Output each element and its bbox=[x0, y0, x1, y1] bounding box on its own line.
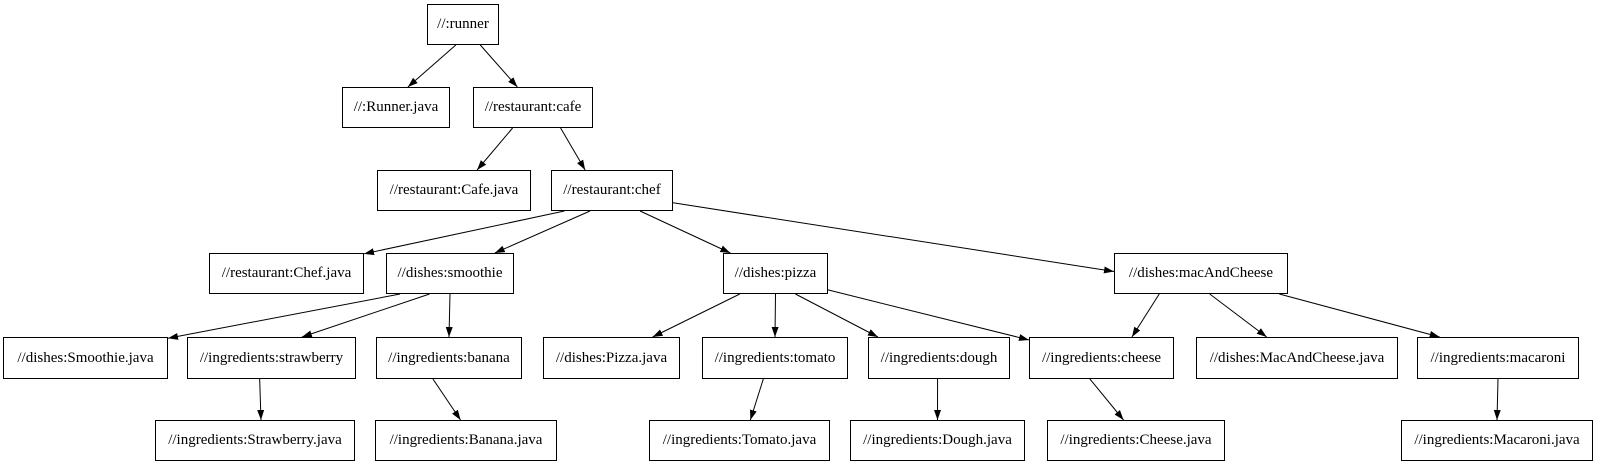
graph-node-cheese: //ingredients:cheese bbox=[1029, 337, 1174, 379]
graph-node-dough_java: //ingredients:Dough.java bbox=[850, 420, 1025, 461]
graph-node-banana_java: //ingredients:Banana.java bbox=[375, 420, 557, 461]
edge-pizza-to-cheese bbox=[827, 289, 1030, 341]
graph-node-runner_java: //:Runner.java bbox=[342, 87, 450, 128]
edge-pizza-to-tomato bbox=[771, 293, 779, 338]
edge-macandcheese-to-macandcheese_java bbox=[1209, 293, 1268, 338]
edge-chef-to-smoothie bbox=[494, 210, 591, 254]
edge-chef-to-macandcheese bbox=[672, 202, 1115, 274]
edge-strawberry-to-strawberry_java bbox=[257, 378, 265, 421]
graph-node-chef: //restaurant:chef bbox=[551, 170, 673, 211]
edge-chef-to-chef_java bbox=[363, 210, 565, 256]
graph-node-cafe_java: //restaurant:Cafe.java bbox=[377, 170, 531, 211]
graph-node-macandcheese: //dishes:macAndCheese bbox=[1114, 253, 1288, 294]
edge-pizza-to-dough bbox=[795, 293, 879, 338]
graph-node-runner: //:runner bbox=[427, 4, 499, 45]
edge-macandcheese-to-cheese bbox=[1131, 293, 1160, 338]
edge-cafe-to-cafe_java bbox=[476, 127, 513, 171]
graph-node-pizza: //dishes:pizza bbox=[723, 253, 828, 294]
edge-smoothie-to-smoothie_java bbox=[167, 293, 401, 340]
edge-tomato-to-tomato_java bbox=[749, 378, 764, 421]
graph-node-dough: //ingredients:dough bbox=[868, 337, 1010, 379]
edge-chef-to-pizza bbox=[639, 210, 731, 254]
edge-macandcheese-to-macaroni bbox=[1279, 293, 1440, 338]
graph-node-macaroni_java: //ingredients:Macaroni.java bbox=[1401, 420, 1593, 461]
graph-node-cheese_java: //ingredients:Cheese.java bbox=[1047, 420, 1225, 461]
edge-macaroni-to-macaroni_java bbox=[1493, 378, 1501, 421]
graph-node-banana: //ingredients:banana bbox=[376, 337, 522, 379]
graph-node-macaroni: //ingredients:macaroni bbox=[1417, 337, 1579, 379]
graph-node-strawberry_java: //ingredients:Strawberry.java bbox=[155, 420, 355, 461]
edge-cheese-to-cheese_java bbox=[1089, 378, 1124, 421]
graph-node-tomato_java: //ingredients:Tomato.java bbox=[649, 420, 830, 461]
graph-node-chef_java: //restaurant:Chef.java bbox=[209, 253, 364, 294]
graph-node-smoothie_java: //dishes:Smoothie.java bbox=[3, 337, 168, 379]
graph-node-macandcheese_java: //dishes:MacAndCheese.java bbox=[1196, 337, 1398, 379]
edge-smoothie-to-banana bbox=[445, 293, 453, 338]
edge-banana-to-banana_java bbox=[432, 378, 461, 421]
graph-node-pizza_java: //dishes:Pizza.java bbox=[543, 337, 680, 379]
graph-node-tomato: //ingredients:tomato bbox=[702, 337, 848, 379]
edge-pizza-to-pizza_java bbox=[652, 293, 741, 338]
edge-runner-to-runner_java bbox=[407, 44, 457, 88]
edge-smoothie-to-strawberry bbox=[301, 293, 430, 338]
graph-node-cafe: //restaurant:cafe bbox=[473, 87, 593, 128]
graph-node-smoothie: //dishes:smoothie bbox=[386, 253, 514, 294]
edge-cafe-to-chef bbox=[560, 127, 586, 171]
edge-runner-to-cafe bbox=[479, 44, 518, 88]
graph-node-strawberry: //ingredients:strawberry bbox=[187, 337, 356, 379]
